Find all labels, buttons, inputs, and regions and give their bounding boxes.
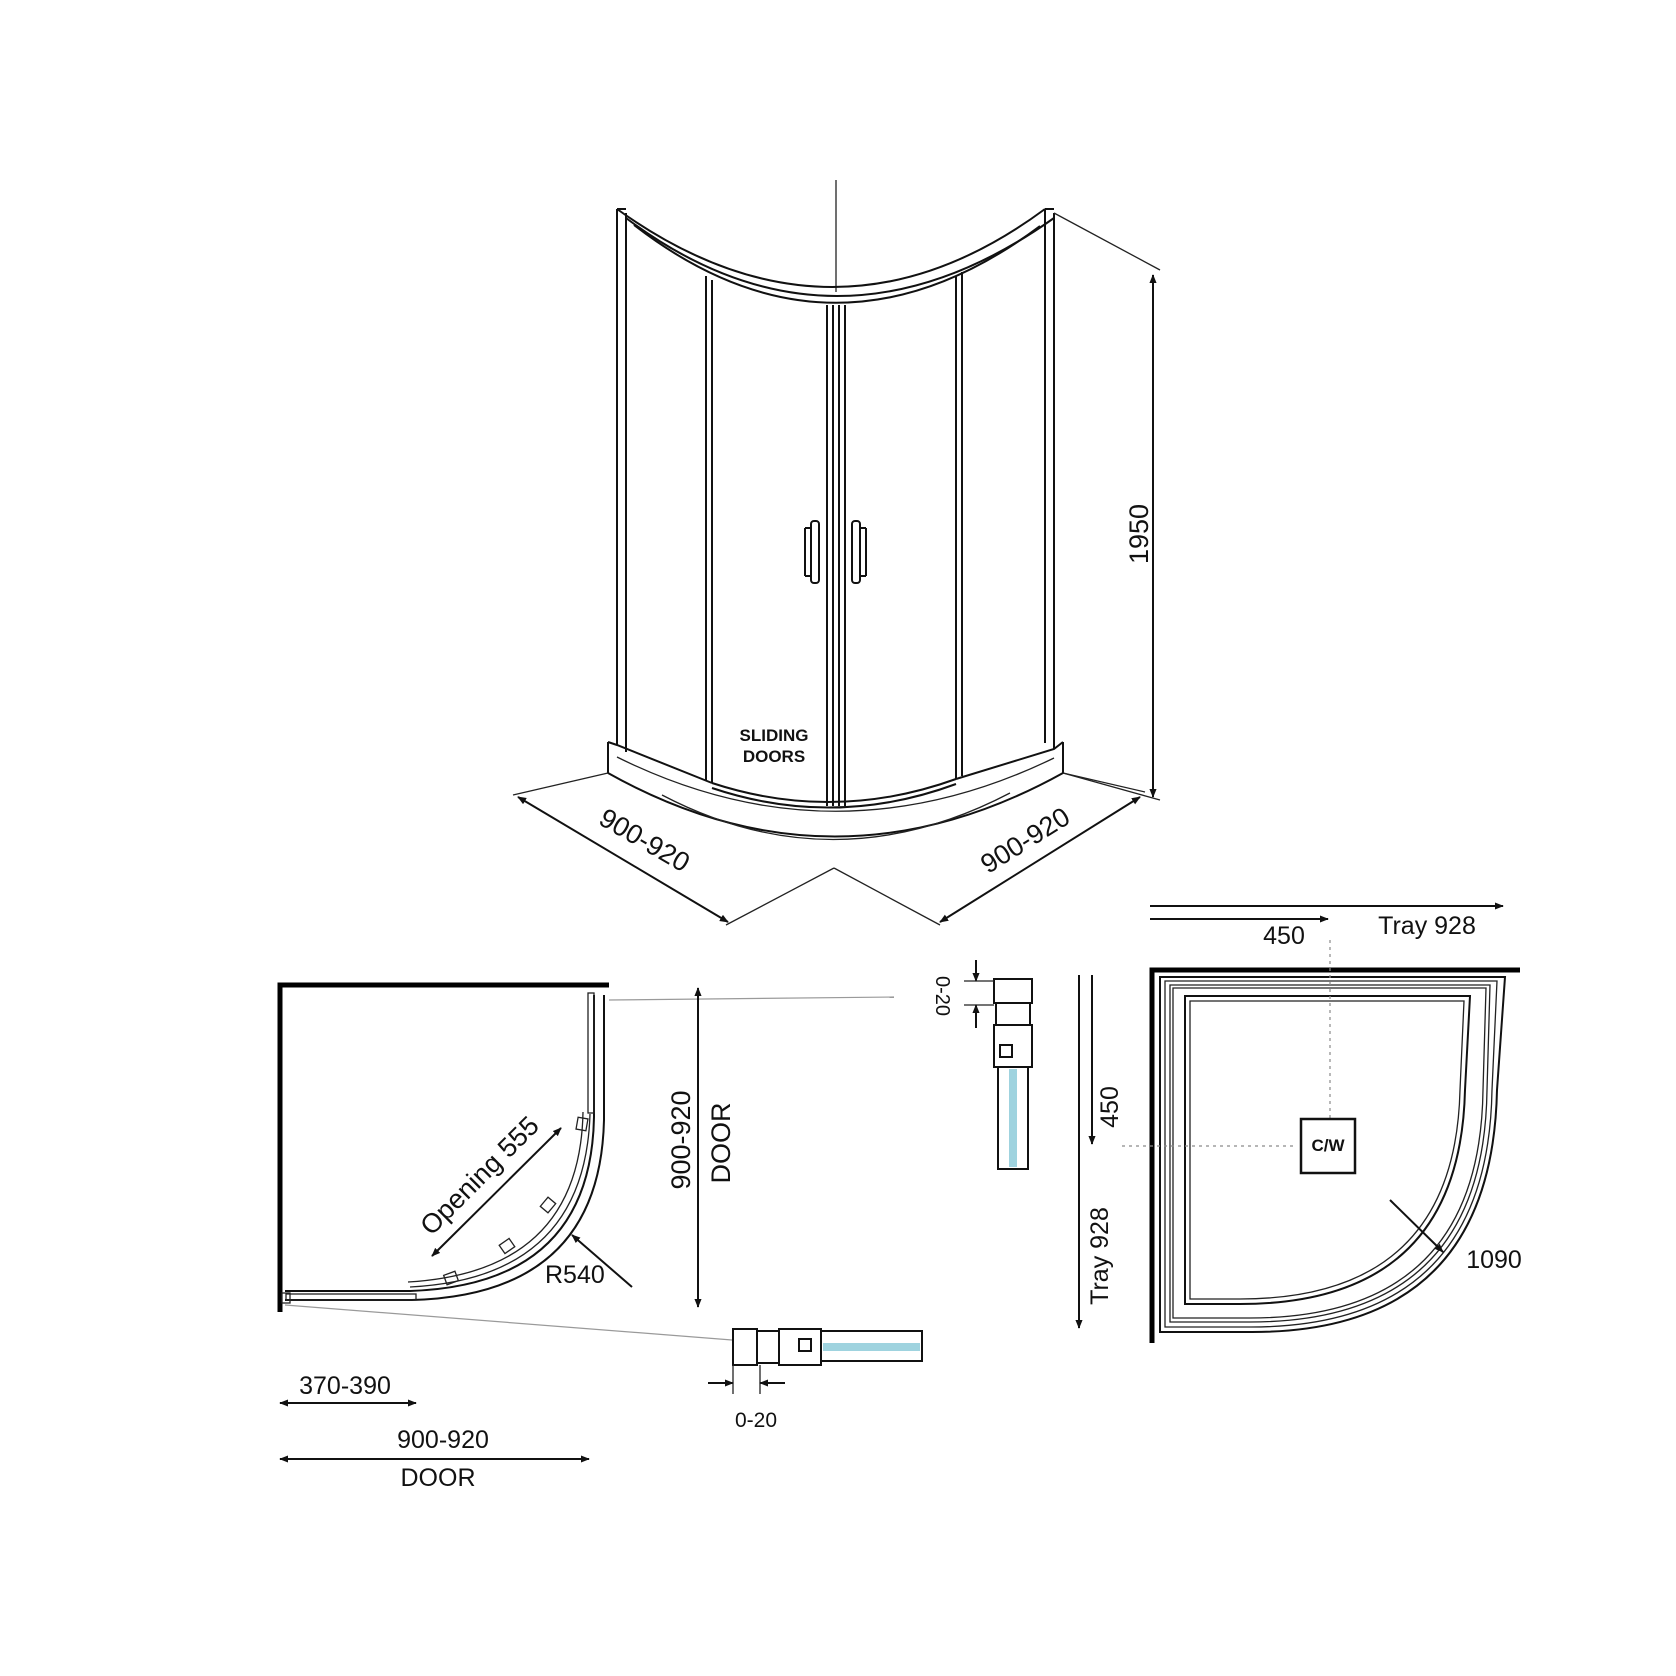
plan-walls [277,982,609,1312]
bottom-dim-label: 900-920 [397,1426,489,1454]
height-dimension: 1950 [1053,212,1161,801]
right-fixed-panel [955,272,963,779]
tray-diagonal-label: 1090 [1466,1246,1522,1274]
side-door-label: DOOR [706,1103,736,1184]
waste-outlet: C/W [1299,1117,1357,1175]
sliding-doors-label-line1: SLIDING [740,726,809,745]
opening-label: Opening 555 [414,1110,545,1241]
tray-side-dimensions: 450 Tray 928 [1075,975,1124,1329]
bottom-profile-glass [823,1343,920,1351]
height-label: 1950 [1124,504,1154,564]
bottom-profile-detail: 0-20 [708,1328,923,1432]
plan-view: Opening 555 R540 900-920 DOOR 370-390 90… [277,982,895,1492]
tray-top-dimensions: 450 Tray 928 [1150,902,1504,950]
left-width-label: 900-920 [594,802,695,878]
bottom-curved-rail [711,778,957,809]
door-handle-left [804,520,820,584]
tray-diagonal-dimension: 1090 [1389,1199,1522,1274]
bottom-door-dimension: 900-920 DOOR [279,1426,590,1492]
sliding-doors-label-line2: DOORS [743,747,805,766]
waste-label: C/W [1311,1136,1345,1155]
tray-top-tray-label: Tray 928 [1378,912,1476,940]
tray-side-tray-label: Tray 928 [1086,1207,1114,1305]
top-adjust-label: 0-20 [931,976,953,1016]
small-dimension: 370-390 [279,1372,417,1407]
plan-enclosure-curve [281,992,605,1304]
bottom-adjust-label: 0-20 [735,1409,777,1432]
radius-label: R540 [545,1261,605,1289]
tray-side-450-label: 450 [1096,1086,1124,1128]
tray-top-450-label: 450 [1263,922,1305,950]
radius-callout: R540 [545,1234,633,1289]
isometric-shower-tray [607,741,1064,841]
door-handle-right [851,520,867,584]
left-fixed-panel [705,276,713,783]
sliding-door-stiles [826,305,846,806]
isometric-view: 1950 900-920 900-920 SLIDING DOORS [512,180,1161,926]
left-wall-post [616,209,627,752]
top-profile-detail: 0-20 [931,960,1033,1170]
right-width-dimension: 900-920 [833,772,1146,926]
left-width-dimension: 900-920 [512,772,835,926]
tray-plan-view: C/W 450 Tray 928 450 Tray 928 1090 [1075,902,1522,1343]
top-profile-glass [1009,1069,1017,1167]
side-door-dimension: 900-920 DOOR [666,987,736,1308]
bottom-door-label: DOOR [401,1464,476,1492]
right-wall-post [1044,209,1055,749]
side-dim-label: 900-920 [666,1090,696,1189]
small-dim-label: 370-390 [299,1372,391,1400]
top-curved-rail [616,208,1055,304]
